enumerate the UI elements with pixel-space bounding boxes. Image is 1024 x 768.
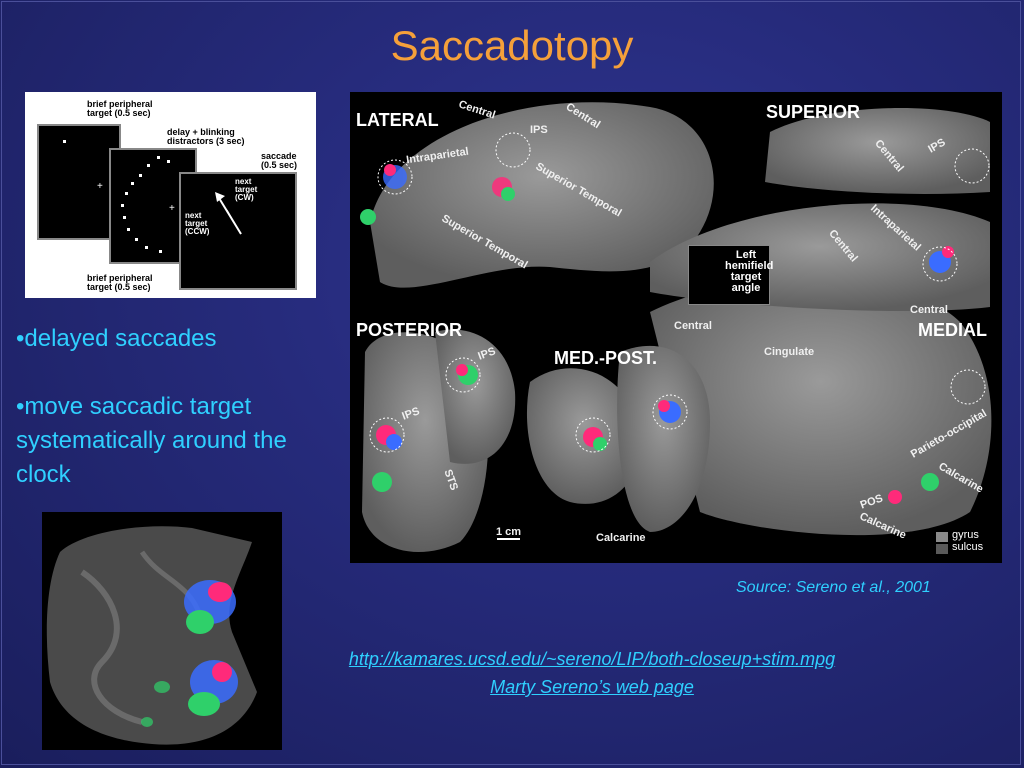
saccade-arrow-icon (215, 192, 242, 235)
brain-surface-figure: LATERAL SUPERIOR POSTERIOR MED.-POST. ME… (350, 92, 1002, 563)
sulcus-swatch (936, 544, 948, 554)
label-calcarine-3: Calcarine (596, 532, 646, 544)
label-delay: delay + blinking distractors (3 sec) (167, 127, 245, 146)
slide-title: Saccadotopy (390, 22, 634, 69)
flatmap-image (46, 526, 257, 745)
web-page-link[interactable]: Marty Sereno’s web page (490, 677, 694, 697)
label-central-6: Central (674, 320, 712, 332)
target-angle-legend: Left hemifield target angle (688, 245, 774, 305)
stimulus-diagram: brief peripheral target (0.5 sec) delay … (25, 92, 316, 298)
label-saccade: saccade (0.5 sec) (261, 151, 298, 170)
label-central-5: Central (910, 304, 948, 316)
scale-bar-label: 1 cm (496, 526, 522, 538)
view-lateral: LATERAL (356, 110, 439, 130)
label-next-ccw: next target (CCW) (185, 211, 210, 236)
source-citation: Source: Sereno et al., 2001 (736, 579, 931, 596)
screen-saccade: next target (CW) next target (CCW) (179, 172, 297, 290)
gyrus-label: gyrus (952, 529, 979, 541)
view-superior: SUPERIOR (766, 102, 861, 122)
brain-surfaces (360, 102, 992, 552)
label-brief-target-top: brief peripheral target (0.5 sec) (87, 99, 153, 118)
bullet-move-target: •move saccadic target systematically aro… (16, 393, 287, 488)
label-cingulate: Cingulate (764, 346, 815, 358)
screen-target: + (37, 124, 121, 240)
sulcus-label: sulcus (952, 541, 984, 553)
label-next-cw: next target (CW) (235, 177, 258, 202)
view-med-post: MED.-POST. (554, 348, 658, 368)
gyrus-swatch (936, 532, 948, 542)
bullet-delayed-saccades: •delayed saccades (16, 325, 217, 352)
view-medial: MEDIAL (918, 320, 987, 340)
movie-link[interactable]: http://kamares.ucsd.edu/~sereno/LIP/both… (348, 649, 836, 669)
label-ips-1: IPS (530, 124, 548, 136)
label-brief-target-bottom: brief peripheral target (0.5 sec) (87, 273, 153, 292)
flatmap-figure (42, 512, 282, 750)
bullet-list: •delayed saccades •move saccadic target … (16, 322, 346, 526)
legend-title: Left hemifield target angle (725, 249, 774, 294)
view-posterior: POSTERIOR (356, 320, 463, 340)
